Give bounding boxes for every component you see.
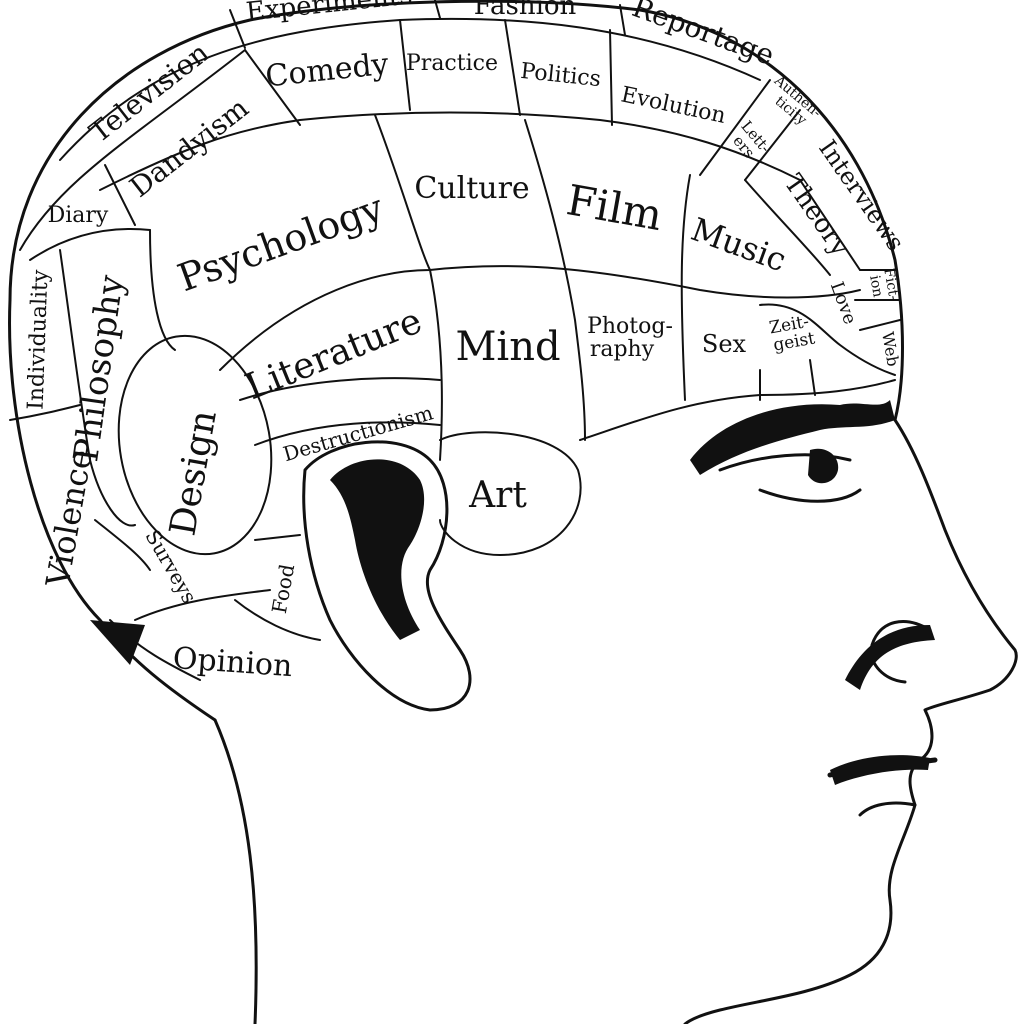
div-w — [239, 377, 441, 401]
label-love: Love — [826, 279, 861, 327]
hatch-patch — [90, 620, 145, 665]
div-i — [744, 109, 801, 181]
div-s — [859, 319, 901, 331]
ear — [302, 440, 472, 712]
div-ab — [134, 589, 271, 621]
div-t — [759, 303, 896, 376]
div-f — [504, 19, 521, 116]
div-a — [229, 9, 246, 49]
div-e — [399, 19, 411, 111]
div-v — [59, 249, 136, 527]
design-oval — [117, 334, 273, 556]
label-fashion: Fashion — [474, 0, 577, 21]
label-individuality: Individuality — [24, 269, 54, 411]
label-photography-2: raphy — [590, 337, 655, 362]
band-3a — [29, 228, 151, 261]
label-sex: Sex — [702, 330, 747, 358]
pupil — [808, 448, 839, 484]
neck-back — [213, 718, 258, 1024]
label-reportage: Reportage — [628, 0, 779, 72]
lower-eyelid — [758, 488, 862, 503]
label-film: Film — [563, 175, 666, 240]
div-g — [609, 29, 613, 126]
div-b — [434, 0, 441, 19]
label-practice: Practice — [406, 51, 498, 76]
band-2a — [19, 49, 246, 251]
div-h — [699, 79, 771, 176]
div-aa — [94, 519, 151, 571]
div-d — [244, 49, 301, 126]
div-m — [524, 119, 586, 441]
label-fiction-2: ion — [866, 274, 886, 298]
label-literature: Literature — [240, 300, 428, 408]
eyebrow — [690, 400, 895, 475]
div-n — [680, 174, 691, 401]
region-dividers — [9, 0, 901, 681]
skull-curve — [8, 0, 904, 422]
div-x — [254, 421, 441, 446]
face-profile — [683, 418, 1018, 1024]
chin-crease — [858, 801, 917, 817]
head-outline — [8, 0, 1018, 1024]
back-of-head — [8, 298, 217, 722]
label-destructionism: Destructionism — [280, 400, 435, 466]
label-web: Web — [878, 330, 903, 368]
div-o — [744, 179, 831, 276]
label-comedy: Comedy — [264, 47, 390, 95]
div-p — [799, 179, 861, 271]
ear-shadow — [330, 459, 425, 640]
label-evolution: Evolution — [619, 82, 728, 129]
div-k — [149, 229, 176, 351]
nose-shadow — [845, 625, 935, 690]
div-ad — [234, 599, 321, 641]
label-fiction-1: Fict- — [880, 267, 901, 302]
lip-shadow — [830, 755, 930, 785]
band-2b — [99, 111, 801, 191]
label-experiments: Experiments — [245, 0, 414, 28]
label-design: Design — [163, 407, 225, 539]
label-opinion: Opinion — [172, 641, 294, 684]
art-oval — [439, 431, 582, 557]
label-violence: Violence — [38, 447, 100, 591]
div-j — [104, 164, 136, 226]
region-labels: Experiments Fashion Reportage Television… — [24, 0, 910, 684]
label-culture: Culture — [414, 171, 529, 206]
label-art: Art — [468, 475, 527, 516]
div-c — [619, 4, 626, 36]
label-photography-1: Photog- — [587, 314, 673, 339]
label-mind: Mind — [455, 324, 560, 370]
eye — [690, 400, 895, 503]
label-diary: Diary — [48, 203, 109, 228]
div-ac — [254, 534, 301, 541]
band-3b — [219, 265, 861, 371]
label-politics: Politics — [519, 59, 602, 92]
ear-outline — [302, 440, 472, 712]
upper-eyelid — [718, 453, 852, 472]
div-u — [9, 404, 81, 421]
label-food: Food — [267, 562, 299, 615]
div-z — [809, 359, 816, 396]
label-music: Music — [686, 210, 791, 279]
